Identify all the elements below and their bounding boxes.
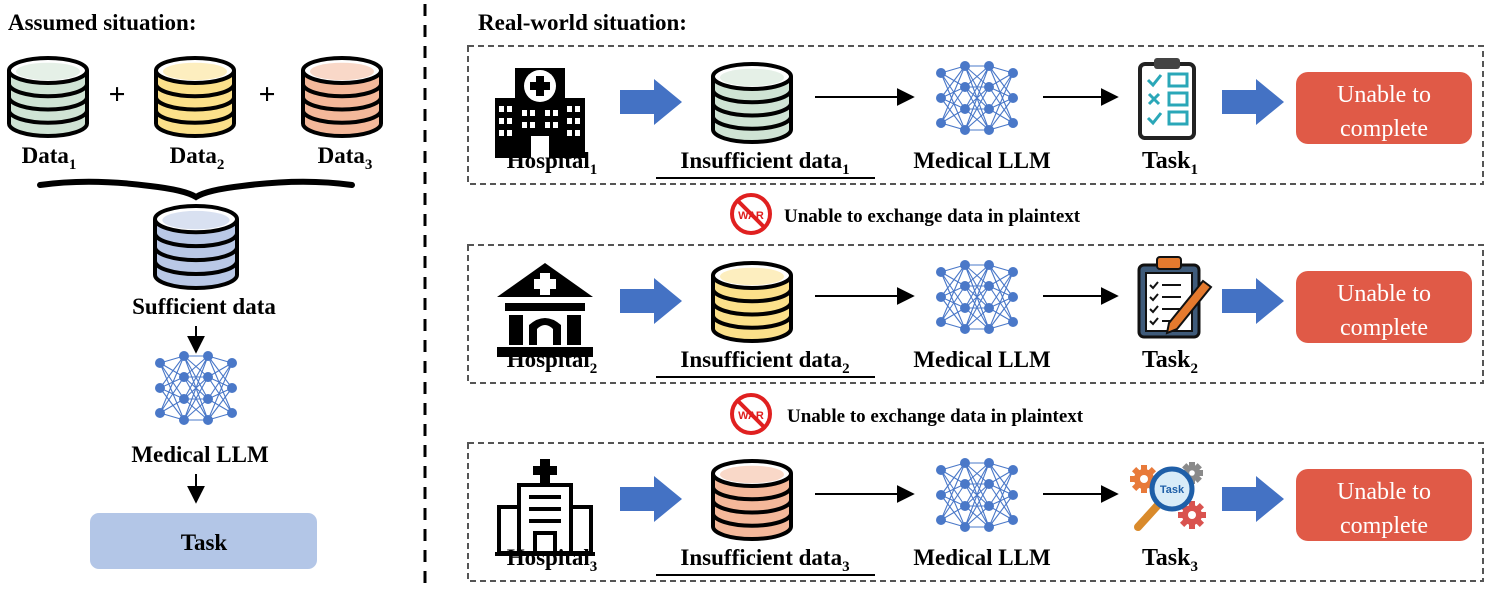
assumed-title: Assumed situation:	[8, 10, 197, 35]
outcome-line-1: Unable to	[1337, 479, 1431, 505]
data-cylinder	[711, 261, 793, 343]
clipboard-checklist-icon	[1138, 58, 1196, 140]
hospital-icon	[495, 68, 585, 158]
outcome-line-1: Unable to	[1337, 82, 1431, 108]
neural-network-icon	[154, 350, 238, 426]
data-label-1: Data1	[22, 143, 77, 173]
warning-text-1: Unable to exchange data in plaintext	[784, 206, 1081, 227]
neural-network-icon	[935, 259, 1019, 335]
task-label: Task1	[1142, 148, 1198, 178]
flow-arrow	[1222, 476, 1284, 522]
outcome-line-1: Unable to	[1337, 281, 1431, 307]
data-label-3: Data3	[318, 143, 373, 173]
row-frame	[467, 244, 1484, 384]
task-magnifier-gears-icon: Task	[1130, 462, 1206, 531]
hospital-icon	[497, 263, 593, 357]
data-cylinder-1	[7, 56, 89, 138]
outcome-line-2: complete	[1340, 315, 1428, 341]
data-cylinder	[711, 62, 793, 144]
assumed-model-label: Medical LLM	[131, 442, 269, 467]
task-label: Task3	[1142, 545, 1198, 575]
data-cylinder	[711, 459, 793, 541]
flow-arrow	[620, 278, 682, 324]
hospital-row-1: Hospital1 Insufficient data1 Medical LLM Ta…	[467, 45, 1484, 185]
insufficient-data-label: Insufficient data3	[680, 545, 849, 575]
prohibited-icon: WAR	[730, 193, 772, 235]
hospital-label: Hospital2	[507, 347, 598, 377]
model-label: Medical LLM	[913, 148, 1051, 173]
hospital-label: Hospital1	[507, 148, 598, 178]
outcome-line-2: complete	[1340, 116, 1428, 142]
flow-arrow	[1222, 278, 1284, 324]
neural-network-icon	[935, 60, 1019, 136]
magnifier-label: Task	[1160, 484, 1185, 496]
task-label: Task2	[1142, 347, 1198, 377]
merge-brace	[37, 178, 355, 201]
model-label: Medical LLM	[913, 545, 1051, 570]
row-frame	[467, 45, 1484, 185]
hospital-row-3: Hospital3 Insufficient data3 Medical LLM Ta…	[467, 442, 1484, 582]
task-box-label: Task	[181, 530, 228, 555]
warning-text-2: Unable to exchange data in plaintext	[787, 406, 1084, 427]
flow-arrow	[1222, 79, 1284, 125]
warning-row-2: WAR Unable to exchange data in plaintext	[730, 393, 1084, 435]
plus-sign-1: +	[108, 78, 125, 111]
flow-arrow	[620, 476, 682, 522]
hospital-row-2: Hospital2 Insufficient data2 Medical LLM Ta…	[467, 244, 1484, 384]
sufficient-data-cylinder	[153, 204, 239, 290]
task-box	[90, 513, 317, 569]
data-label-2: Data2	[170, 143, 225, 173]
real-title: Real-world situation:	[478, 10, 687, 35]
insufficient-data-label: Insufficient data1	[680, 148, 849, 178]
clipboard-pencil-icon	[1137, 256, 1213, 339]
outcome-box	[1296, 72, 1472, 144]
prohibited-icon: WAR	[730, 393, 772, 435]
data-cylinder-2	[154, 56, 236, 138]
warning-row-1: WAR Unable to exchange data in plaintext	[730, 193, 1081, 235]
model-label: Medical LLM	[913, 347, 1051, 372]
outcome-box	[1296, 469, 1472, 541]
neural-network-icon	[935, 457, 1019, 533]
hospital-icon	[495, 459, 595, 556]
hospital-label: Hospital3	[507, 545, 598, 575]
data-cylinder-3	[301, 56, 383, 138]
sufficient-data-label: Sufficient data	[132, 294, 276, 319]
outcome-line-2: complete	[1340, 513, 1428, 539]
outcome-box	[1296, 271, 1472, 343]
insufficient-data-label: Insufficient data2	[680, 347, 849, 377]
row-frame	[467, 442, 1484, 582]
plus-sign-2: +	[258, 78, 275, 111]
flow-arrow	[620, 79, 682, 125]
